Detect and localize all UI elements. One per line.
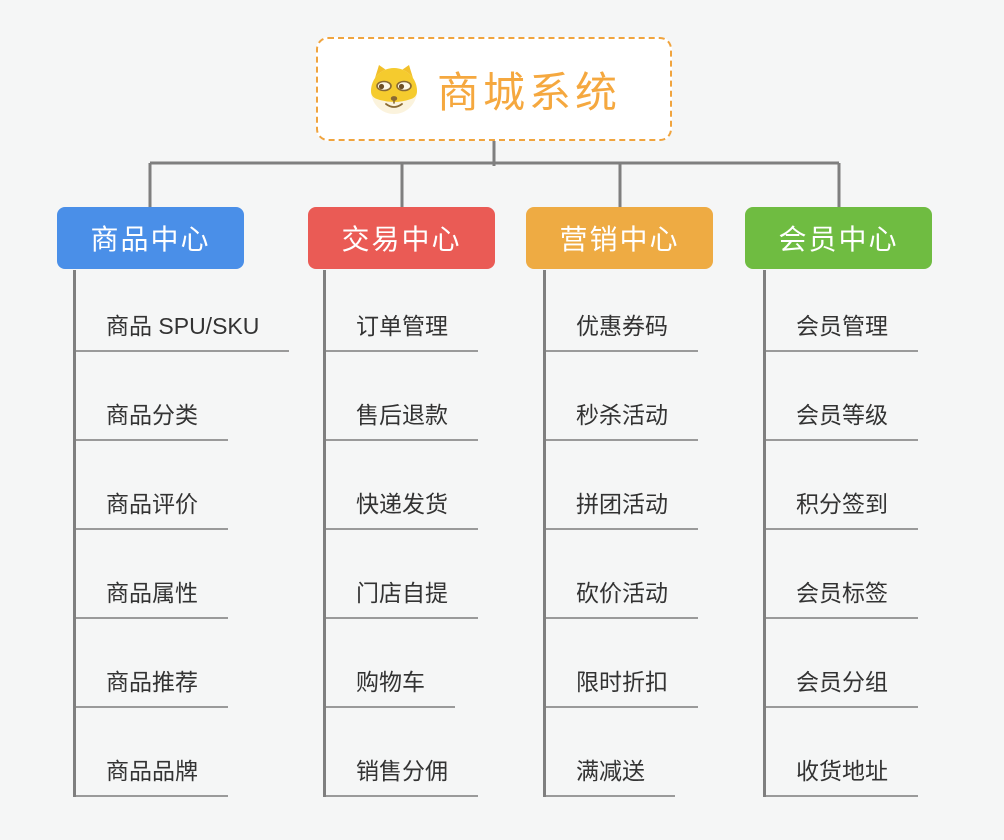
child-column-product: 商品 SPU/SKU 商品分类 商品评价 商品属性 商品推荐 商品品牌 — [73, 270, 290, 797]
child-node[interactable]: 门店自提 — [326, 577, 478, 619]
child-node[interactable]: 售后退款 — [326, 399, 478, 441]
child-node[interactable]: 商品属性 — [76, 577, 228, 619]
root-node-label: 商城系统 — [436, 68, 621, 116]
branch-label: 营销中心 — [559, 224, 680, 255]
child-node[interactable]: 积分签到 — [766, 488, 918, 530]
child-column-marketing: 优惠券码 秒杀活动 拼团活动 砍价活动 限时折扣 满减送 — [543, 270, 698, 797]
branch-node-member-center[interactable]: 会员中心 — [745, 207, 932, 269]
doge-icon — [370, 65, 417, 114]
branch-label: 交易中心 — [341, 224, 462, 255]
child-node[interactable]: 限时折扣 — [546, 666, 698, 708]
child-column-trade: 订单管理 售后退款 快递发货 门店自提 购物车 销售分佣 — [323, 270, 478, 797]
branch-label: 会员中心 — [778, 224, 899, 255]
branch-node-product-center[interactable]: 商品中心 — [57, 207, 244, 269]
branch-label: 商品中心 — [90, 224, 211, 255]
child-node[interactable]: 销售分佣 — [326, 755, 478, 797]
child-node[interactable]: 快递发货 — [326, 488, 478, 530]
child-node[interactable]: 收货地址 — [766, 755, 918, 797]
child-node[interactable]: 订单管理 — [326, 310, 478, 352]
child-column-member: 会员管理 会员等级 积分签到 会员标签 会员分组 收货地址 — [763, 270, 918, 797]
child-node[interactable]: 拼团活动 — [546, 488, 698, 530]
child-node[interactable]: 会员管理 — [766, 310, 918, 352]
child-node[interactable]: 商品品牌 — [76, 755, 228, 797]
child-node[interactable]: 砍价活动 — [546, 577, 698, 619]
child-node[interactable]: 秒杀活动 — [546, 399, 698, 441]
child-node[interactable]: 会员等级 — [766, 399, 918, 441]
child-node[interactable]: 优惠券码 — [546, 310, 698, 352]
child-node[interactable]: 会员标签 — [766, 577, 918, 619]
child-node[interactable]: 商品分类 — [76, 399, 228, 441]
branch-node-trade-center[interactable]: 交易中心 — [308, 207, 495, 269]
child-node[interactable]: 商品评价 — [76, 488, 228, 530]
root-node[interactable]: 商城系统 — [316, 37, 672, 141]
child-node[interactable]: 商品推荐 — [76, 666, 228, 708]
child-node[interactable]: 会员分组 — [766, 666, 918, 708]
child-node[interactable]: 商品 SPU/SKU — [76, 310, 290, 352]
child-node[interactable]: 购物车 — [326, 666, 455, 708]
branch-node-marketing-center[interactable]: 营销中心 — [526, 207, 713, 269]
child-node[interactable]: 满减送 — [546, 755, 675, 797]
